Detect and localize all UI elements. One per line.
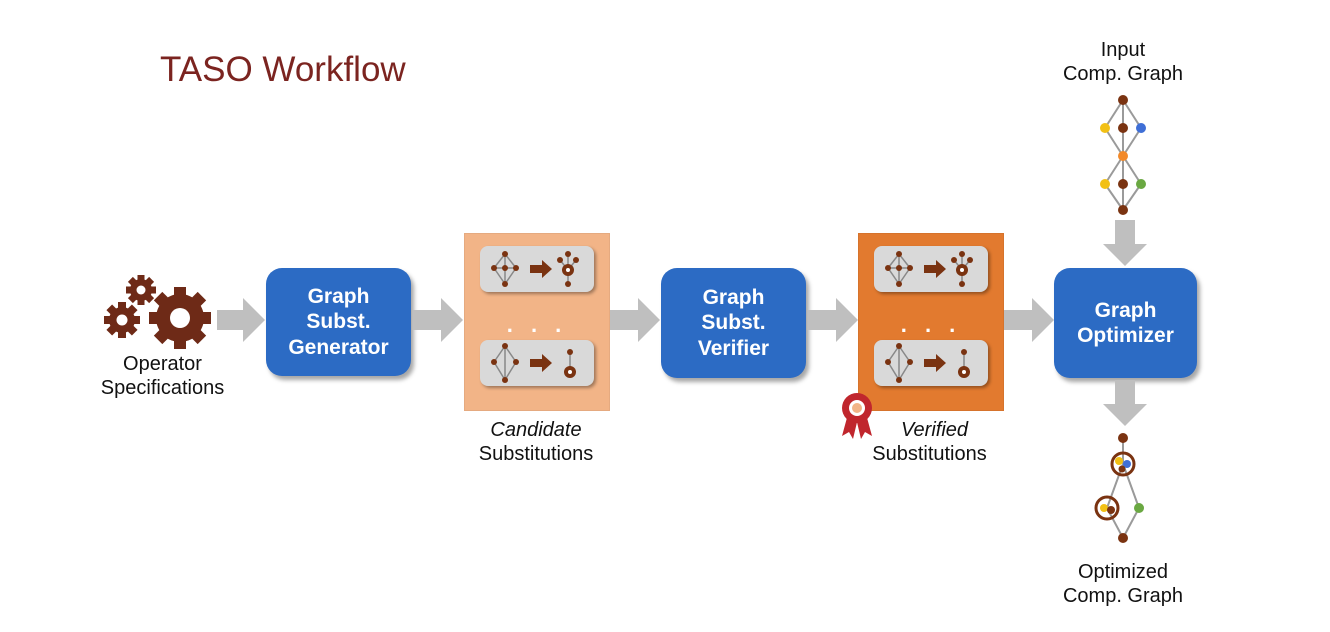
graph-subst-verifier-block: Graph Subst. Verifier — [661, 268, 806, 378]
graph-subst-generator-block: Graph Subst. Generator — [266, 268, 411, 376]
gears-icon — [100, 270, 215, 350]
verified-substitutions-panel: . . . — [858, 233, 1004, 411]
arrow-down-icon — [1103, 220, 1147, 266]
substitution-card — [480, 340, 594, 386]
substitution-card — [874, 246, 988, 292]
arrow-right-icon — [413, 298, 463, 342]
graph-rewrite-icon — [885, 251, 973, 287]
page-title: TASO Workflow — [160, 50, 406, 89]
output-caption-line2: Comp. Graph — [1062, 585, 1184, 607]
arrow-right-icon — [610, 298, 660, 342]
arrow-down-icon — [1103, 380, 1147, 426]
arrow-right-icon — [808, 298, 858, 342]
graph-optimizer-block: Graph Optimizer — [1054, 268, 1197, 378]
output-caption-line1: Optimized — [1077, 561, 1169, 583]
input-caption-line1: Input — [1100, 39, 1146, 61]
graph-rewrite-icon — [491, 343, 576, 383]
input-graph-caption: Input Comp. Graph — [1043, 38, 1203, 86]
operator-caption-line2: Specifications — [100, 377, 225, 399]
graph-rewrite-icon — [885, 343, 970, 383]
substitution-card — [480, 246, 594, 292]
verified-substitutions-caption: Verified Substitutions — [852, 418, 1007, 466]
arrow-right-icon — [217, 298, 265, 342]
award-ribbon-icon — [838, 392, 876, 440]
ellipsis: . . . — [900, 312, 962, 337]
candidate-caption-line2: Substitutions — [478, 443, 594, 465]
operator-caption-line1: Operator — [123, 353, 202, 375]
candidate-substitutions-panel: . . . — [464, 233, 610, 411]
arrow-right-icon — [1004, 298, 1054, 342]
optimized-computation-graph-icon — [1093, 430, 1153, 550]
candidate-caption-line1: Candidate — [490, 419, 582, 441]
input-computation-graph-icon — [1093, 92, 1153, 218]
input-caption-line2: Comp. Graph — [1062, 63, 1184, 85]
output-graph-caption: Optimized Comp. Graph — [1043, 560, 1203, 608]
graph-rewrite-icon — [491, 251, 579, 287]
verified-caption-line2: Substitutions — [872, 443, 987, 465]
verifier-label: Graph Subst. Verifier — [697, 286, 770, 360]
verified-caption-line1: Verified — [900, 419, 969, 441]
generator-label: Graph Subst. Generator — [288, 285, 389, 359]
operator-specifications-caption: Operator Specifications — [80, 352, 245, 400]
optimizer-label: Graph Optimizer — [1077, 298, 1174, 347]
ellipsis: . . . — [506, 312, 568, 337]
substitution-card — [874, 340, 988, 386]
candidate-substitutions-caption: Candidate Substitutions — [455, 418, 617, 466]
